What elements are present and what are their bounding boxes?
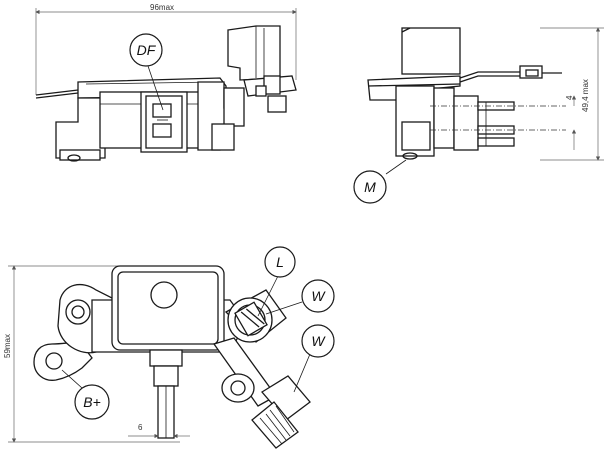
dim-bottom-height: 59max — [3, 334, 12, 358]
dim-top-width: 96max — [150, 3, 174, 12]
side-view: 49,4 max 4 — [367, 27, 604, 161]
callout-bplus-label: B+ — [83, 394, 101, 410]
callout-w-upper: W — [265, 279, 335, 315]
callout-w-upper-label: W — [311, 288, 326, 304]
callout-bplus: B+ — [61, 369, 110, 420]
callout-df-label: DF — [137, 42, 157, 58]
callout-w-lower: W — [293, 324, 335, 393]
callout-m-label: M — [364, 179, 376, 195]
callout-w-lower-label: W — [311, 333, 326, 349]
dim-bottom-offset: 6 — [138, 423, 143, 432]
callout-df: DF — [129, 33, 164, 111]
dim-side-height: 49,4 max — [581, 79, 590, 112]
callout-m: M — [353, 159, 407, 204]
top-view: 96max — [35, 3, 297, 162]
callout-l-label: L — [276, 254, 284, 270]
callout-l: L — [257, 246, 296, 317]
bottom-view: 59max 6 — [3, 265, 311, 449]
dim-side-offset: 4 — [565, 95, 574, 100]
